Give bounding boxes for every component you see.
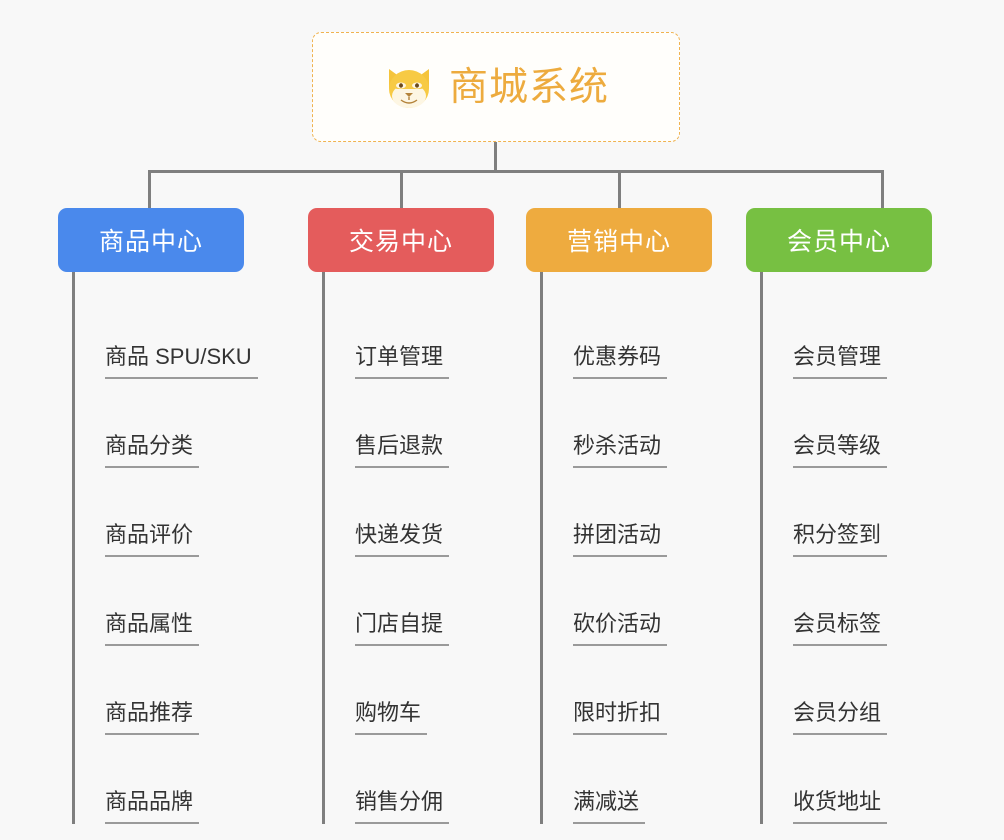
root-title: 商城系统 [448, 65, 609, 109]
leaf-label: 销售分佣 [355, 788, 450, 824]
list-item[interactable]: 优惠券码 [543, 290, 726, 379]
connector-drop-2 [400, 170, 403, 209]
category-label-4: 会员中心 [786, 228, 891, 256]
leaf-label: 商品属性 [105, 610, 200, 646]
list-item[interactable]: 砍价活动 [543, 557, 726, 646]
list-item[interactable]: 会员分组 [763, 646, 946, 735]
list-item[interactable]: 商品品牌 [75, 735, 288, 824]
leaf-label: 会员分组 [793, 699, 888, 735]
leaf-label: 砍价活动 [573, 610, 668, 646]
branch-column-2: 交易中心 订单管理 售后退款 快递发货 门店自提 购物车 销售分佣 [308, 208, 508, 824]
list-item[interactable]: 会员等级 [763, 379, 946, 468]
category-node-4[interactable]: 会员中心 [746, 208, 932, 272]
leaf-label: 商品分类 [105, 432, 200, 468]
connector-drop-1 [148, 170, 151, 209]
leaf-label: 门店自提 [355, 610, 450, 646]
list-item[interactable]: 满减送 [543, 735, 726, 824]
list-item[interactable]: 购物车 [325, 646, 508, 735]
connector-drop-3 [618, 170, 621, 209]
connector-root-stem [494, 142, 497, 171]
leaf-label: 积分签到 [793, 521, 888, 557]
list-item[interactable]: 订单管理 [325, 290, 508, 379]
leaf-label: 会员等级 [793, 432, 888, 468]
leaf-label: 订单管理 [355, 343, 450, 379]
list-item[interactable]: 商品属性 [75, 557, 288, 646]
list-item[interactable]: 拼团活动 [543, 468, 726, 557]
leaf-label: 满减送 [573, 788, 646, 824]
leaf-label: 商品评价 [105, 521, 200, 557]
list-item[interactable]: 商品推荐 [75, 646, 288, 735]
list-item[interactable]: 商品 SPU/SKU [75, 290, 288, 379]
leaf-label: 优惠券码 [573, 343, 668, 379]
leaf-label: 商品推荐 [105, 699, 200, 735]
leaf-label: 售后退款 [355, 432, 450, 468]
list-item[interactable]: 商品分类 [75, 379, 288, 468]
list-item[interactable]: 商品评价 [75, 468, 288, 557]
list-item[interactable]: 秒杀活动 [543, 379, 726, 468]
leaf-list-1: 商品 SPU/SKU 商品分类 商品评价 商品属性 商品推荐 商品品牌 [72, 272, 288, 824]
leaf-list-4: 会员管理 会员等级 积分签到 会员标签 会员分组 收货地址 [760, 272, 946, 824]
leaf-label: 商品 SPU/SKU [105, 343, 258, 379]
leaf-label: 秒杀活动 [573, 432, 668, 468]
leaf-label: 购物车 [355, 699, 428, 735]
leaf-label: 限时折扣 [573, 699, 668, 735]
category-node-2[interactable]: 交易中心 [308, 208, 494, 272]
leaf-label: 会员标签 [793, 610, 888, 646]
connector-drop-4 [881, 170, 884, 209]
leaf-label: 收货地址 [793, 788, 888, 824]
category-label-1: 商品中心 [98, 228, 203, 256]
branch-column-3: 营销中心 优惠券码 秒杀活动 拼团活动 砍价活动 限时折扣 满减送 [526, 208, 726, 824]
leaf-label: 快递发货 [355, 521, 450, 557]
leaf-label: 会员管理 [793, 343, 888, 379]
leaf-list-3: 优惠券码 秒杀活动 拼团活动 砍价活动 限时折扣 满减送 [540, 272, 726, 824]
leaf-label: 拼团活动 [573, 521, 668, 557]
list-item[interactable]: 会员管理 [763, 290, 946, 379]
branch-column-1: 商品中心 商品 SPU/SKU 商品分类 商品评价 商品属性 商品推荐 商品品牌 [58, 208, 288, 824]
list-item[interactable]: 门店自提 [325, 557, 508, 646]
category-node-1[interactable]: 商品中心 [58, 208, 244, 272]
category-node-3[interactable]: 营销中心 [526, 208, 712, 272]
category-label-2: 交易中心 [348, 228, 453, 256]
list-item[interactable]: 快递发货 [325, 468, 508, 557]
list-item[interactable]: 积分签到 [763, 468, 946, 557]
dog-face-icon [383, 63, 435, 111]
branch-column-4: 会员中心 会员管理 会员等级 积分签到 会员标签 会员分组 收货地址 [746, 208, 946, 824]
list-item[interactable]: 收货地址 [763, 735, 946, 824]
connector-horizontal-bar [148, 170, 884, 173]
leaf-label: 商品品牌 [105, 788, 200, 824]
list-item[interactable]: 限时折扣 [543, 646, 726, 735]
category-label-3: 营销中心 [566, 228, 671, 256]
leaf-list-2: 订单管理 售后退款 快递发货 门店自提 购物车 销售分佣 [322, 272, 508, 824]
root-node[interactable]: 商城系统 [312, 32, 680, 142]
list-item[interactable]: 售后退款 [325, 379, 508, 468]
list-item[interactable]: 会员标签 [763, 557, 946, 646]
list-item[interactable]: 销售分佣 [325, 735, 508, 824]
